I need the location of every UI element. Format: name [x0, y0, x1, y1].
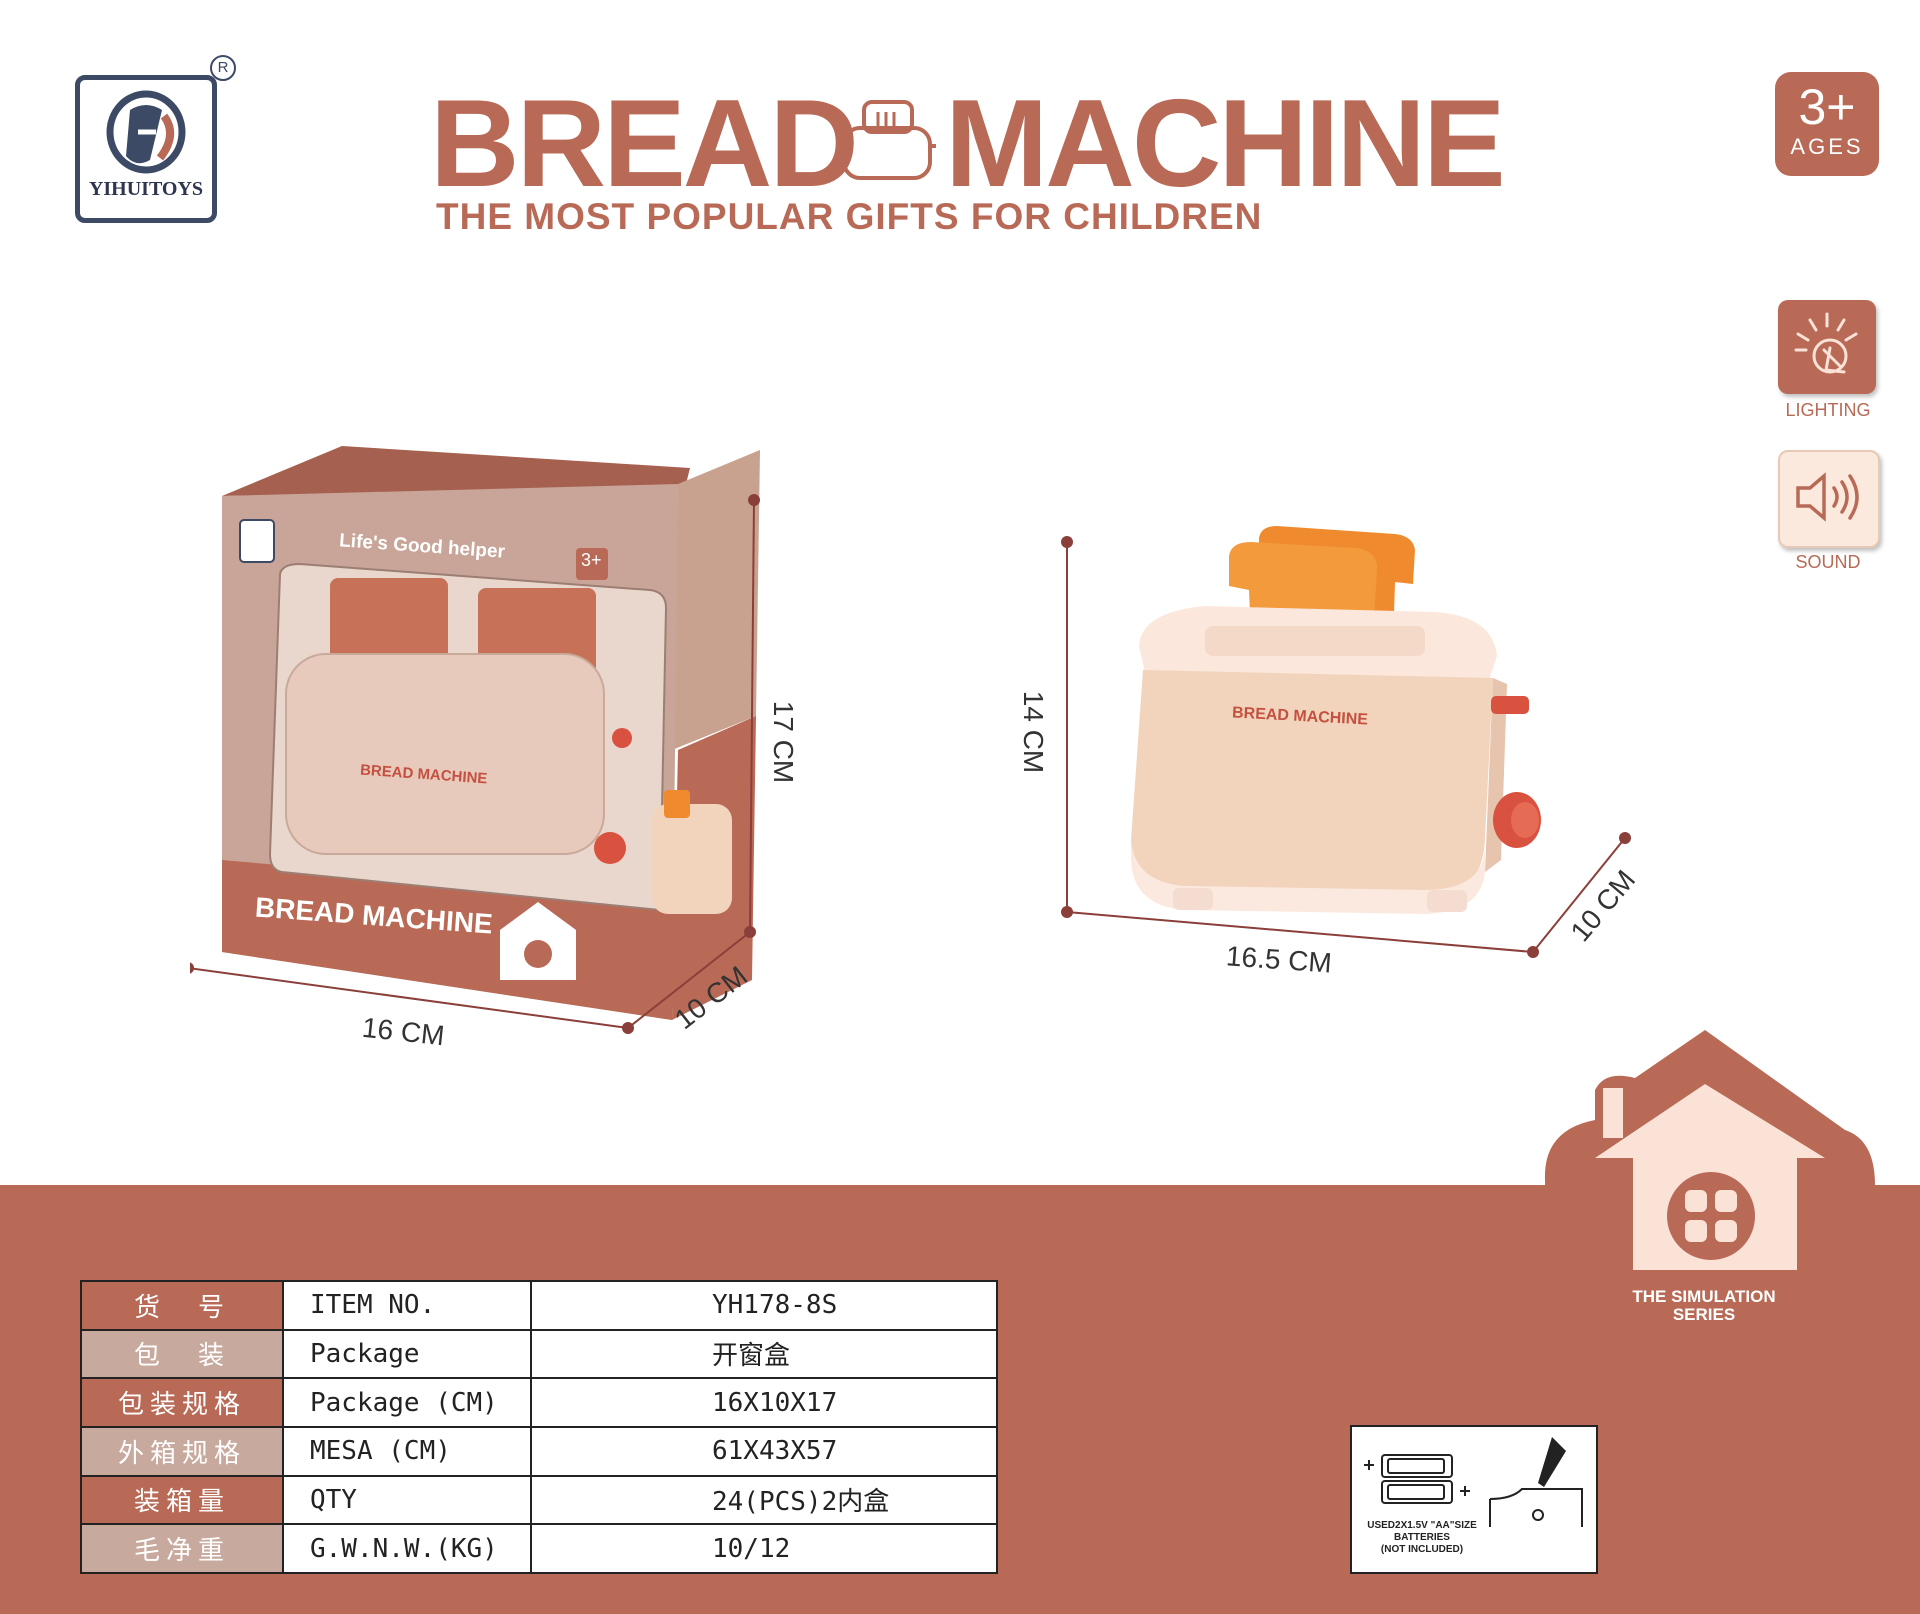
- table-row: 毛净重 G.W.N.W.(KG) 10/12: [80, 1523, 998, 1574]
- toaster-title-icon: [842, 100, 936, 180]
- simulation-series-line1: THE SIMULATION: [1632, 1287, 1776, 1306]
- spec-table: 货 号 ITEM NO. YH178-8S 包 装 Package 开窗盒 包装…: [80, 1280, 998, 1574]
- page-title-right: MACHINE: [945, 75, 1506, 213]
- brand-name: YIHUITOYS: [88, 178, 204, 200]
- spec-label-zh: 毛净重: [80, 1523, 283, 1574]
- spec-label-en: QTY: [282, 1474, 532, 1526]
- battery-note-text: USED2X1.5V "AA"SIZE BATTERIES (NOT INCLU…: [1352, 1520, 1492, 1556]
- product-toaster-image: [1061, 526, 1631, 958]
- simulation-series-house-icon: [1544, 1030, 1875, 1270]
- spec-label-zh: 装箱量: [80, 1474, 283, 1526]
- speaker-icon: [1796, 472, 1859, 522]
- box-title-left: BREAD: [254, 891, 356, 930]
- feature-lighting-label: LIGHTING: [1785, 400, 1871, 420]
- feature-sound-badge: [1778, 450, 1880, 548]
- registered-mark: R: [210, 55, 236, 81]
- spec-label-en: Package (CM): [282, 1377, 532, 1428]
- battery-note-line1: USED2X1.5V "AA"SIZE: [1367, 1520, 1477, 1531]
- spec-value: 61X43X57: [530, 1425, 998, 1477]
- table-row: 货 号 ITEM NO. YH178-8S: [80, 1280, 998, 1331]
- brand-logo-mark-icon: [106, 90, 186, 174]
- brand-logo: [75, 75, 217, 223]
- spec-value: 10/12: [530, 1523, 998, 1574]
- spec-value: YH178-8S: [530, 1280, 998, 1331]
- table-row: 包 装 Package 开窗盒: [80, 1328, 998, 1380]
- spec-value: 16X10X17: [530, 1377, 998, 1428]
- product-height-label: 14 CM: [1018, 690, 1050, 774]
- battery-icon: [1364, 1437, 1583, 1527]
- battery-note-box: [1350, 1425, 1598, 1574]
- simulation-series-label: THE SIMULATION SERIES: [1620, 1288, 1788, 1324]
- spec-label-zh: 包 装: [80, 1328, 283, 1380]
- box-age-value: 3+: [581, 550, 602, 570]
- lighting-icon: [1794, 312, 1858, 374]
- spec-label-en: MESA (CM): [282, 1425, 532, 1477]
- table-row: 装箱量 QTY 24(PCS)2内盒: [80, 1474, 998, 1526]
- page-subtitle: THE MOST POPULAR GIFTS FOR CHILDREN: [436, 196, 1263, 237]
- feature-lighting-badge: [1778, 300, 1876, 394]
- package-box-image: [190, 446, 760, 1034]
- feature-sound-label: SOUND: [1795, 552, 1861, 572]
- age-badge: 3+ AGES: [1775, 72, 1879, 176]
- age-value: 3+: [1798, 79, 1856, 135]
- spec-label-zh: 包装规格: [80, 1377, 283, 1428]
- spec-label-en: ITEM NO.: [282, 1280, 532, 1331]
- spec-value: 开窗盒: [530, 1328, 998, 1380]
- spec-value: 24(PCS)2内盒: [530, 1474, 998, 1526]
- spec-label-zh: 货 号: [80, 1280, 283, 1331]
- spec-label-zh: 外箱规格: [80, 1425, 283, 1477]
- table-row: 外箱规格 MESA (CM) 61X43X57: [80, 1425, 998, 1477]
- battery-note-line2: BATTERIES: [1394, 1532, 1450, 1543]
- simulation-series-line2: SERIES: [1672, 1305, 1736, 1324]
- package-height-label: 17 CM: [768, 700, 800, 784]
- table-row: 包装规格 Package (CM) 16X10X17: [80, 1377, 998, 1428]
- spec-label-en: Package: [282, 1328, 532, 1380]
- spec-label-en: G.W.N.W.(KG): [282, 1523, 532, 1574]
- battery-note-line3: (NOT INCLUDED): [1380, 1544, 1464, 1555]
- page-title-left: BREAD: [430, 75, 859, 213]
- age-label: AGES: [1790, 134, 1864, 159]
